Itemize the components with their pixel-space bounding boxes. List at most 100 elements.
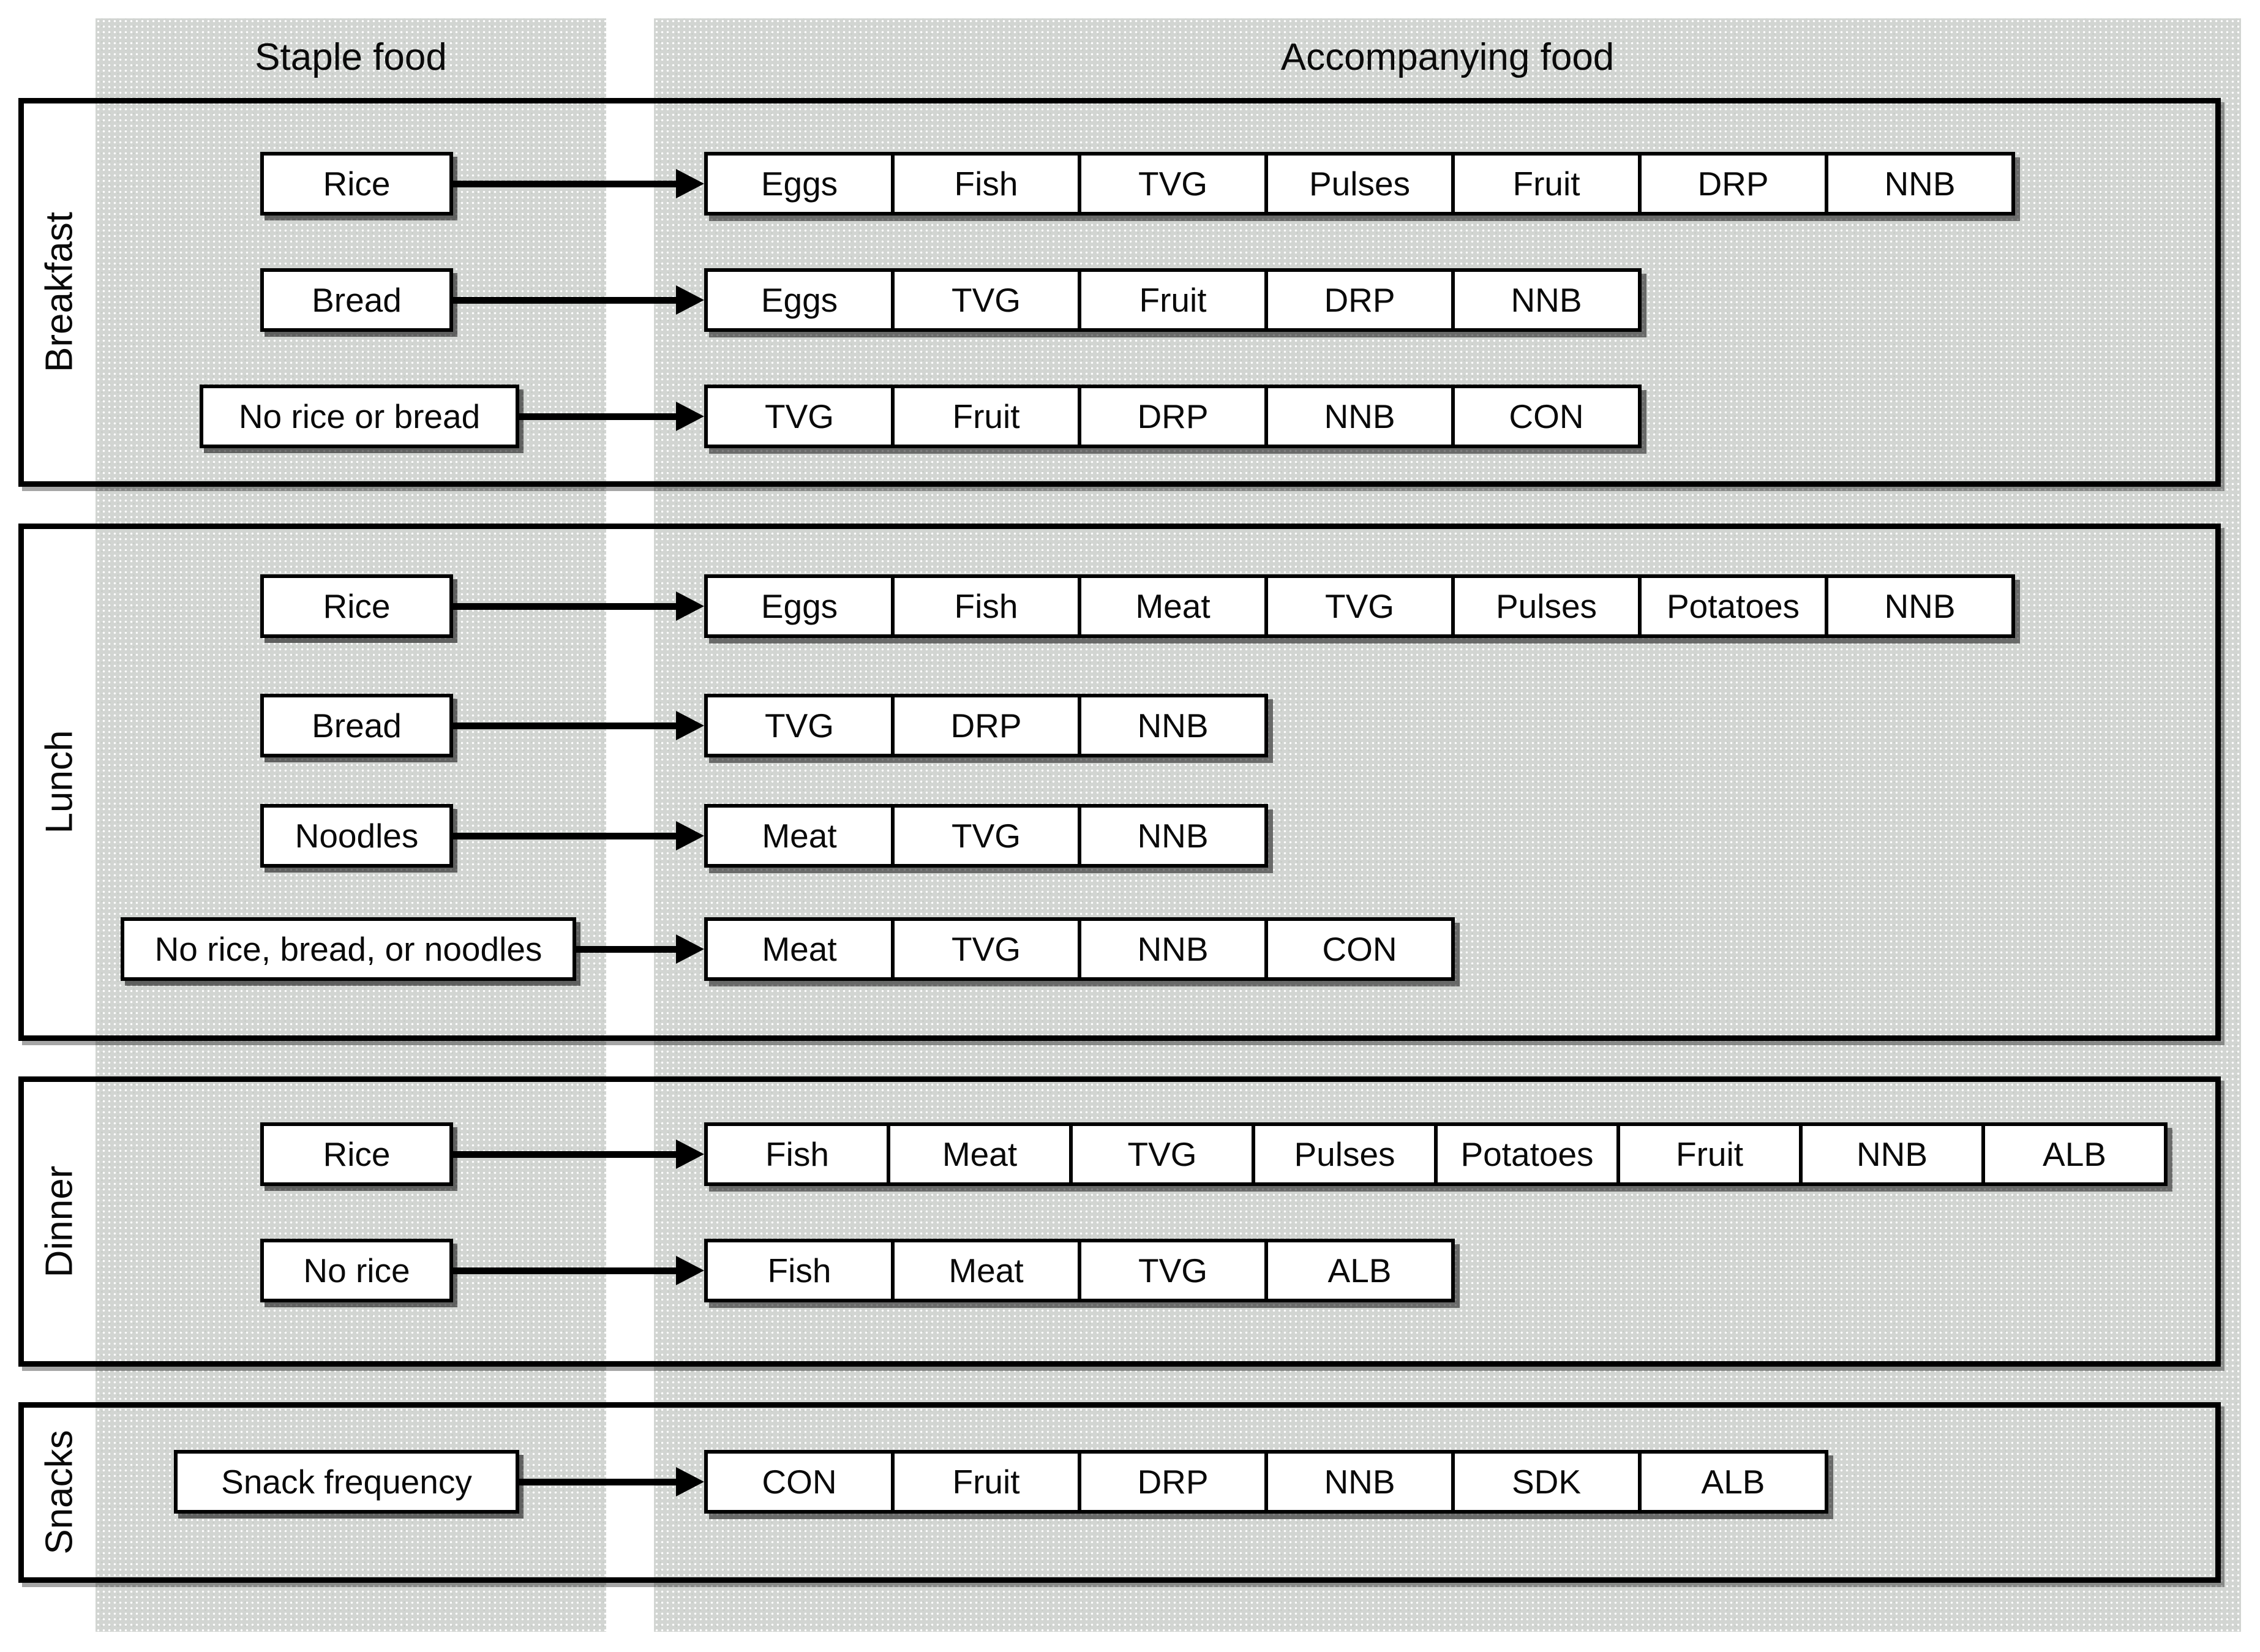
arrow-head-icon <box>676 1256 704 1285</box>
staple-box-label: Rice <box>323 165 391 203</box>
accompanying-cell: DRP <box>1078 1450 1268 1514</box>
arrow-head-icon <box>676 821 704 850</box>
staple-box: Snack frequency <box>174 1450 519 1514</box>
staple-box-label: Rice <box>323 1135 391 1173</box>
accompanying-cell: Eggs <box>704 574 895 638</box>
arrow-line <box>519 413 678 420</box>
accompanying-cell: NNB <box>1825 574 2015 638</box>
accompanying-cell: Meat <box>887 1122 1073 1186</box>
staple-box: Rice <box>260 574 453 638</box>
accompanying-cell: ALB <box>1264 1239 1455 1302</box>
staple-box: Rice <box>260 152 453 216</box>
accompanying-cell: Fruit <box>1616 1122 1803 1186</box>
accompanying-cell: Fruit <box>1451 152 1642 216</box>
section-3-frame <box>18 1402 2221 1583</box>
staple-box: Bread <box>260 268 453 332</box>
arrow-head-icon <box>676 591 704 621</box>
accompanying-cell: Fish <box>704 1122 890 1186</box>
arrow-line <box>453 1267 678 1274</box>
staple-box: Noodles <box>260 804 453 868</box>
accompanying-cell: TVG <box>891 268 1081 332</box>
accompanying-cell: Fruit <box>1078 268 1268 332</box>
accompanying-cell: Fruit <box>891 1450 1081 1514</box>
staple-box: No rice or bread <box>200 385 519 448</box>
arrow-head-icon <box>676 402 704 431</box>
accompanying-cell: TVG <box>1069 1122 1255 1186</box>
arrow-line <box>519 1479 678 1485</box>
accompanying-cell: Meat <box>891 1239 1081 1302</box>
accompanying-cell: DRP <box>1638 152 1828 216</box>
accompanying-cell: NNB <box>1078 917 1268 981</box>
accompanying-cell: Potatoes <box>1434 1122 1620 1186</box>
accompanying-cell: TVG <box>1078 1239 1268 1302</box>
accompanying-cell: NNB <box>1451 268 1642 332</box>
staple-box-label: Rice <box>323 587 391 625</box>
arrow-line <box>453 833 678 839</box>
accompanying-cell: NNB <box>1078 694 1268 757</box>
accompanying-cell: ALB <box>1638 1450 1828 1514</box>
accompanying-cell: TVG <box>704 694 895 757</box>
accompanying-cell: Meat <box>704 804 895 868</box>
accompanying-cell: ALB <box>1981 1122 2168 1186</box>
accompanying-cell: TVG <box>1264 574 1455 638</box>
staple-box: No rice, bread, or noodles <box>121 917 576 981</box>
accompanying-cell: Pulses <box>1451 574 1642 638</box>
accompanying-cell: Eggs <box>704 152 895 216</box>
accompanying-cell: TVG <box>1078 152 1268 216</box>
accompanying-cell: DRP <box>1264 268 1455 332</box>
arrow-head-icon <box>676 1140 704 1169</box>
accompanying-cell: NNB <box>1264 1450 1455 1514</box>
accompanying-cell: NNB <box>1264 385 1455 448</box>
accompanying-food-header: Accompanying food <box>1280 36 1615 78</box>
staple-box-label: Bread <box>312 281 402 319</box>
section-2-frame <box>18 1076 2221 1367</box>
accompanying-cell: Pulses <box>1252 1122 1438 1186</box>
accompanying-cell: Meat <box>704 917 895 981</box>
accompanying-cell: TVG <box>891 917 1081 981</box>
accompanying-cell: NNB <box>1825 152 2015 216</box>
arrow-line <box>453 1151 678 1158</box>
section-0-frame <box>18 98 2221 487</box>
staple-box: Rice <box>260 1122 453 1186</box>
accompanying-cell: Fish <box>891 574 1081 638</box>
accompanying-cell: NNB <box>1078 804 1268 868</box>
arrow-line <box>453 181 678 187</box>
arrow-head-icon <box>676 169 704 198</box>
accompanying-cell: Fruit <box>891 385 1081 448</box>
accompanying-cell: CON <box>1264 917 1455 981</box>
accompanying-cell: CON <box>1451 385 1642 448</box>
staple-box-label: Bread <box>312 707 402 745</box>
staple-box-label: No rice or bread <box>238 397 481 435</box>
staple-box-label: No rice <box>303 1252 410 1290</box>
section-label: Snacks <box>38 1430 81 1555</box>
staple-box: Bread <box>260 694 453 757</box>
accompanying-cell: Meat <box>1078 574 1268 638</box>
accompanying-cell: SDK <box>1451 1450 1642 1514</box>
arrow-line <box>576 946 678 953</box>
accompanying-cell: DRP <box>1078 385 1268 448</box>
accompanying-cell: Eggs <box>704 268 895 332</box>
arrow-head-icon <box>676 1467 704 1496</box>
accompanying-cell: Pulses <box>1264 152 1455 216</box>
arrow-line <box>453 297 678 304</box>
accompanying-cell: CON <box>704 1450 895 1514</box>
accompanying-cell: TVG <box>891 804 1081 868</box>
section-label: Dinner <box>38 1165 81 1278</box>
accompanying-cell: Fish <box>704 1239 895 1302</box>
staple-box-label: Snack frequency <box>221 1463 472 1501</box>
accompanying-cell: NNB <box>1799 1122 1985 1186</box>
section-label: Lunch <box>38 730 81 834</box>
staple-food-header: Staple food <box>255 36 447 78</box>
section-label: Breakfast <box>38 212 81 372</box>
